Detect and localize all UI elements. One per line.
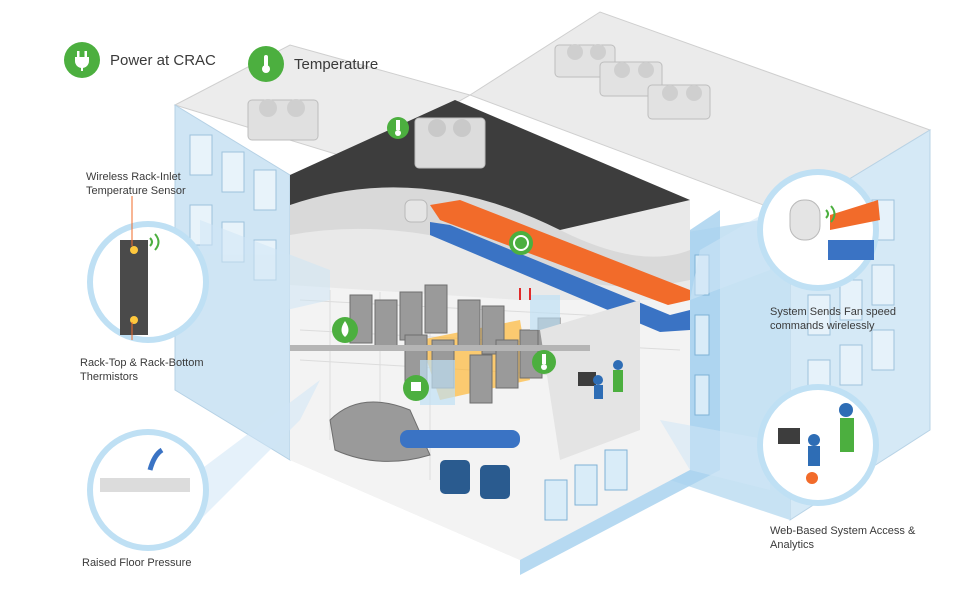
water-drop-icon (332, 317, 358, 343)
gauge-icon (509, 231, 533, 255)
web-access-label: Web-Based System Access & Analytics (770, 525, 916, 551)
wireless-signal-icon (149, 205, 836, 251)
wireless-sensor-label: Wireless Rack-Inlet Temperature Sensor (86, 171, 186, 197)
scene-thermometer-icon (387, 117, 409, 139)
fan-speed-label: System Sends Fan speed commands wireless… (770, 306, 896, 332)
legend-temperature: Temperature (248, 46, 378, 82)
callout-beams (200, 210, 770, 520)
thermometer-icon (248, 46, 284, 82)
scene-plug-icon (403, 375, 429, 401)
legend-power: Power at CRAC (64, 42, 216, 78)
thermistors-label: Rack-Top & Rack-Bottom Thermistors (80, 357, 204, 383)
raised-floor-label: Raised Floor Pressure (82, 557, 192, 569)
scene-thermometer-icon-2 (532, 350, 556, 374)
legend-temperature-label: Temperature (294, 55, 379, 73)
legend-power-label: Power at CRAC (110, 51, 216, 69)
callout-magnifiers (87, 169, 880, 551)
plug-icon (64, 42, 100, 78)
